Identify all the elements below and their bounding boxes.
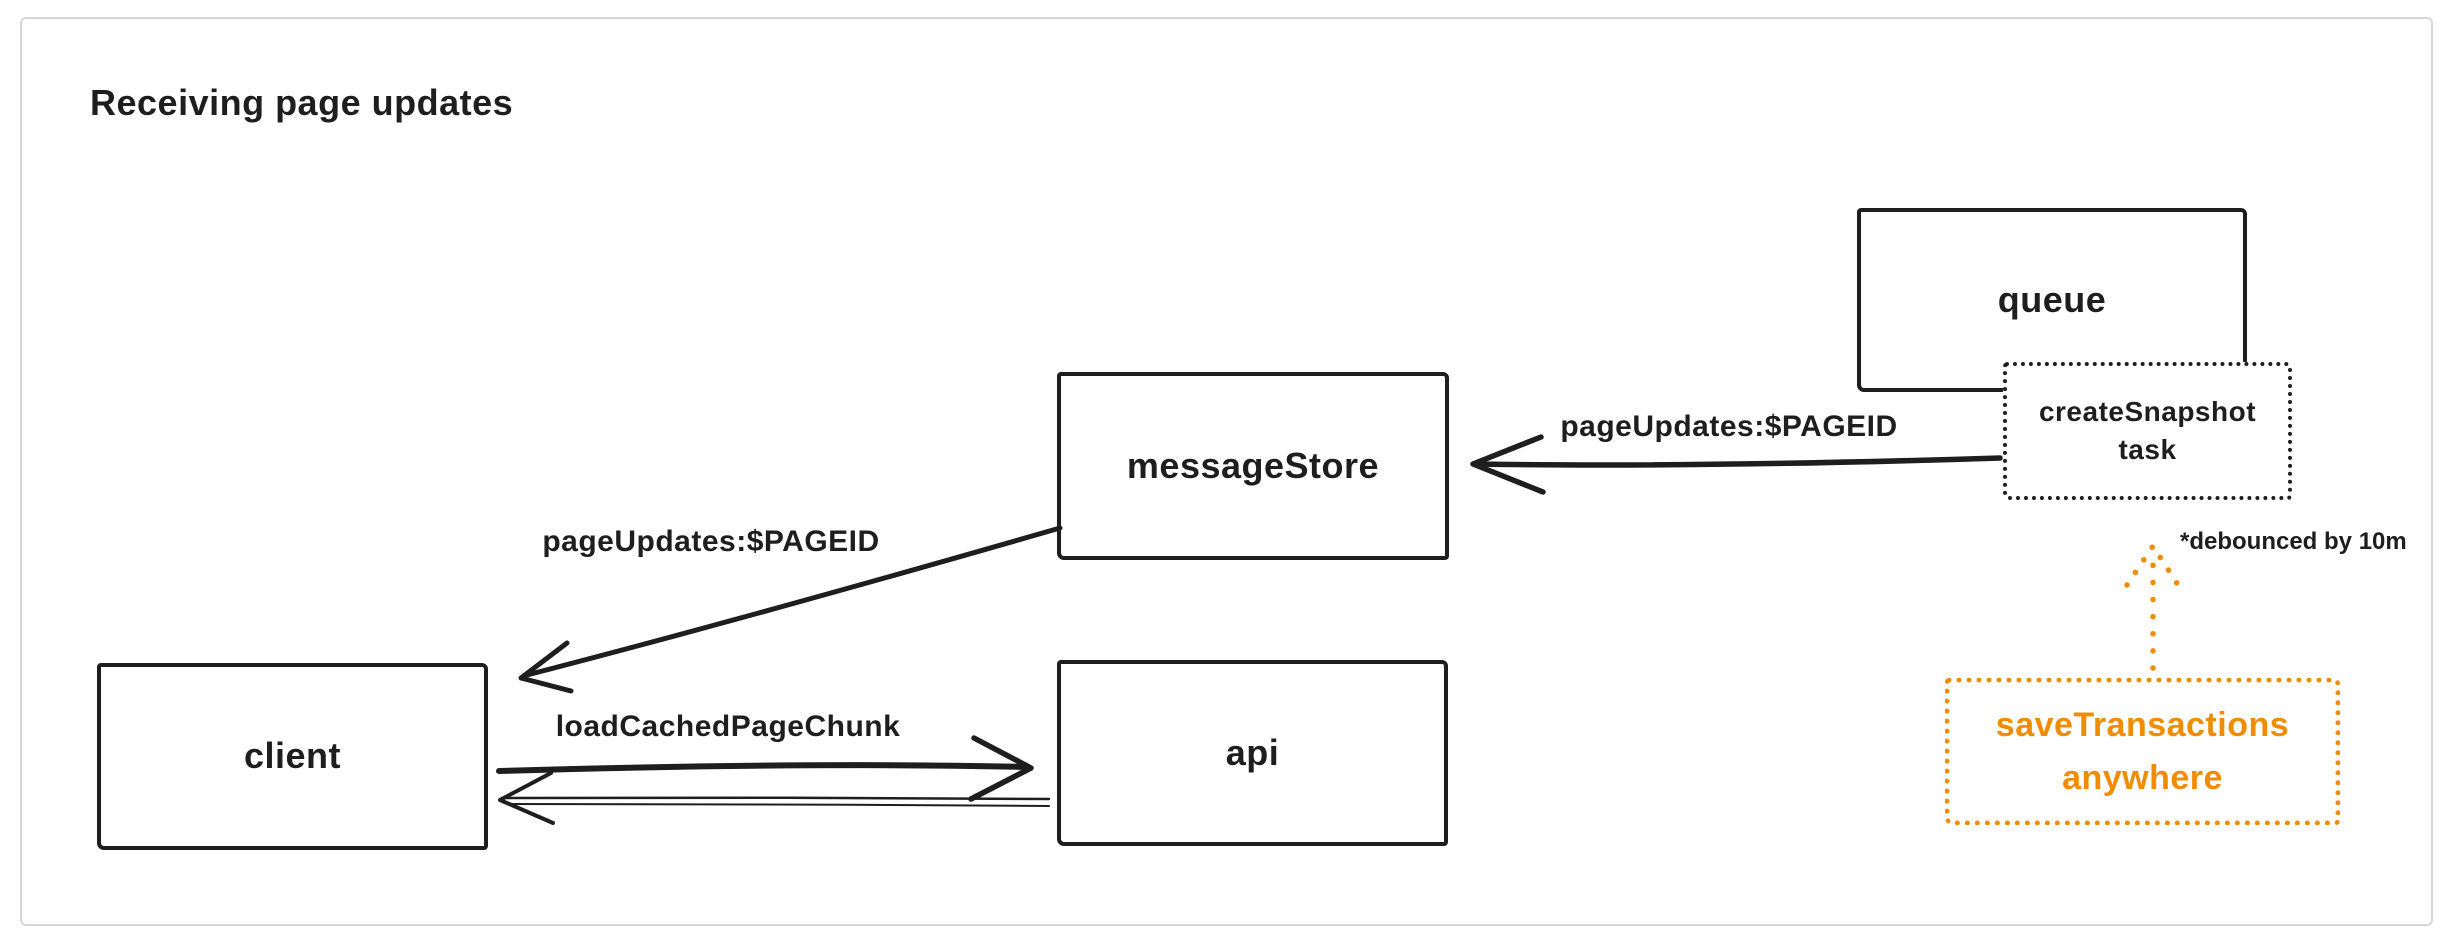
edge-label-load-cached-page-chunk: loadCachedPageChunk xyxy=(555,710,901,743)
node-create-snapshot-task-label: createSnapshot task xyxy=(2038,396,2257,465)
edge-label-page-updates-to-client: pageUpdates:$PAGEID xyxy=(542,525,880,558)
edge-label-page-updates-to-message-store: pageUpdates:$PAGEID xyxy=(1560,410,1898,443)
arrow-api-to-client xyxy=(498,771,1051,825)
diagram-title: Receiving page updates xyxy=(90,82,514,123)
node-save-transactions-label: saveTransactions anywhere xyxy=(1995,705,2290,797)
node-queue-label: queue xyxy=(1997,278,2107,320)
node-message-store-label: messageStore xyxy=(1126,444,1380,486)
arrow-queue-task-to-message-store xyxy=(1470,434,2003,495)
debounce-note: *debounced by 10m xyxy=(2180,528,2407,555)
node-api: api xyxy=(1057,660,1448,846)
arrow-client-to-api xyxy=(496,735,1034,802)
arrow-save-transactions-to-create-snapshot xyxy=(2124,543,2183,671)
node-create-snapshot-task: createSnapshot task xyxy=(2003,362,2292,500)
node-save-transactions: saveTransactions anywhere xyxy=(1945,678,2340,825)
node-api-label: api xyxy=(1225,731,1280,773)
node-client: client xyxy=(97,663,488,850)
node-client-label: client xyxy=(243,735,342,777)
node-message-store: messageStore xyxy=(1057,372,1449,560)
